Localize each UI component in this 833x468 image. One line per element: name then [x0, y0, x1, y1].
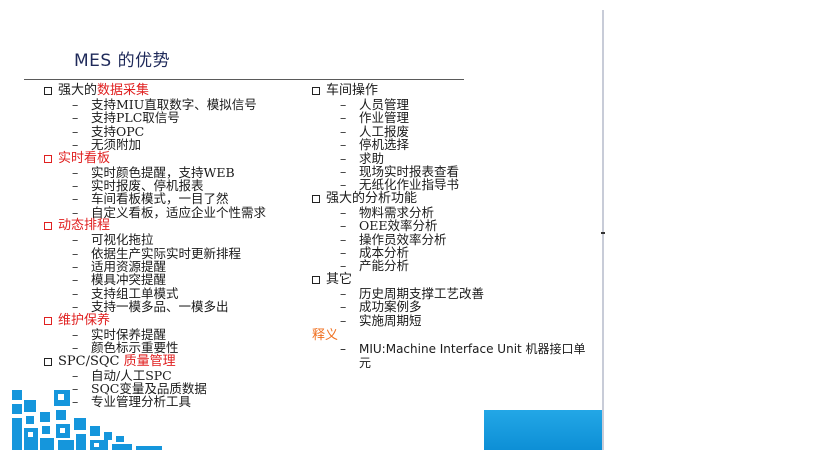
- right-column: 车间操作 人员管理 作业管理 人工报废 停机选择 求助 现场实时报表查看 无纸化…: [312, 84, 602, 370]
- section-workshop-ops: 车间操作: [312, 84, 602, 98]
- list: 人员管理 作业管理 人工报废 停机选择 求助 现场实时报表查看 无纸化作业指导书: [312, 98, 602, 193]
- square-bullet-icon: [44, 154, 52, 163]
- section-maintenance: 维护保养: [44, 312, 319, 328]
- list-item: 支持MIU直取数字、模拟信号: [44, 98, 319, 112]
- list-item: 产能分析: [312, 259, 602, 273]
- list-item: 无纸化作业指导书: [312, 178, 602, 192]
- list: 历史周期支撑工艺改善 成功案例多 实施周期短: [312, 286, 602, 327]
- list-item: 依据生产实际实时更新排程: [44, 246, 319, 260]
- section-other: 其它: [312, 271, 602, 287]
- square-bullet-icon: [44, 87, 52, 95]
- list-item: 人工报废: [312, 124, 602, 138]
- square-bullet-icon: [312, 275, 320, 284]
- section-analysis: 强大的分析功能: [312, 190, 602, 206]
- frame-tick: [601, 232, 605, 234]
- list-item: 人员管理: [312, 98, 602, 112]
- list-item: 现场实时报表查看: [312, 165, 602, 179]
- section-head: 强大的分析功能: [326, 190, 418, 206]
- list-item: 成功案例多: [312, 300, 602, 314]
- list-item: 适用资源提醒: [44, 260, 319, 274]
- list: 支持MIU直取数字、模拟信号 支持PLC取信号 支持OPC 无须附加: [44, 98, 319, 152]
- list-item: OEE效率分析: [312, 219, 602, 233]
- list-item: 物料需求分析: [312, 205, 602, 219]
- section-head: 其它: [326, 271, 353, 287]
- section-head: 车间操作: [326, 83, 379, 98]
- section-quality: SPC/SQC 质量管理: [44, 353, 319, 369]
- slide-title: MES 的优势: [74, 51, 171, 71]
- note-list: MIU:Machine Interface Unit 机器接口单元: [312, 342, 602, 370]
- list-item: 历史周期支撑工艺改善: [312, 286, 602, 300]
- list-item: 支持组工单模式: [44, 286, 319, 300]
- list-item: 实时报废、停机报表: [44, 179, 319, 193]
- list-item: 实时保养提醒: [44, 327, 319, 341]
- list-item: 模具冲突提醒: [44, 273, 319, 287]
- list-item: 车间看板模式，一目了然: [44, 192, 319, 206]
- section-realtime-board: 实时看板: [44, 150, 319, 166]
- list-item: 求助: [312, 151, 602, 165]
- list-item: 实施周期短: [312, 313, 602, 327]
- list-item: 颜色标示重要性: [44, 341, 319, 355]
- list-item: SQC变量及品质数据: [44, 381, 319, 395]
- list: 物料需求分析 OEE效率分析 操作员效率分析 成本分析 产能分析: [312, 205, 602, 273]
- list: 可视化拖拉 依据生产实际实时更新排程 适用资源提醒 模具冲突提醒 支持组工单模式…: [44, 233, 319, 314]
- section-head-prefix: SPC/SQC: [58, 353, 124, 369]
- list-item: 作业管理: [312, 111, 602, 125]
- section-head-accent: 维护保养: [58, 312, 111, 328]
- list-item: 自定义看板，适应企业个性需求: [44, 205, 319, 219]
- slide: MES 的优势 强大的数据采集 支持MIU直取数字、模拟信号 支持PLC取信号 …: [12, 10, 604, 450]
- list: 自动/人工SPC SQC变量及品质数据 专业管理分析工具: [44, 368, 319, 409]
- section-head-accent: 数据采集: [97, 83, 150, 98]
- note-heading: 释义: [312, 328, 339, 344]
- title-divider: [24, 79, 464, 80]
- list-item: 实时颜色提醒，支持WEB: [44, 165, 319, 179]
- list-item: MIU:Machine Interface Unit 机器接口单元: [312, 342, 594, 370]
- list-item: 无须附加: [44, 138, 319, 152]
- decorative-blue-block: [484, 410, 602, 450]
- section-head-accent: 质量管理: [123, 353, 176, 369]
- section-head-accent: 动态排程: [58, 218, 111, 234]
- section-head-accent: 实时看板: [58, 150, 111, 166]
- square-bullet-icon: [44, 222, 52, 231]
- decorative-pattern: [12, 390, 162, 450]
- section-dynamic-scheduling: 动态排程: [44, 219, 319, 233]
- list-item: 自动/人工SPC: [44, 368, 319, 382]
- square-bullet-icon: [44, 316, 52, 325]
- list-item: 操作员效率分析: [312, 232, 602, 246]
- list: 实时颜色提醒，支持WEB 实时报废、停机报表 车间看板模式，一目了然 自定义看板…: [44, 165, 319, 219]
- list-item: 专业管理分析工具: [44, 395, 319, 409]
- square-bullet-icon: [44, 357, 52, 366]
- square-bullet-icon: [312, 87, 320, 95]
- list-item: 支持OPC: [44, 124, 319, 138]
- square-bullet-icon: [312, 194, 320, 203]
- list-item: 停机选择: [312, 138, 602, 152]
- section-data-collection: 强大的数据采集: [44, 84, 319, 98]
- decorative-line: [484, 408, 602, 410]
- list-item: 支持一模多品、一模多出: [44, 300, 319, 314]
- list-item: 成本分析: [312, 246, 602, 260]
- left-column: 强大的数据采集 支持MIU直取数字、模拟信号 支持PLC取信号 支持OPC 无须…: [44, 84, 319, 409]
- list-item: 支持PLC取信号: [44, 111, 319, 125]
- section-head-prefix: 强大的: [58, 83, 98, 98]
- list-item: 可视化拖拉: [44, 233, 319, 247]
- list: 实时保养提醒 颜色标示重要性: [44, 327, 319, 355]
